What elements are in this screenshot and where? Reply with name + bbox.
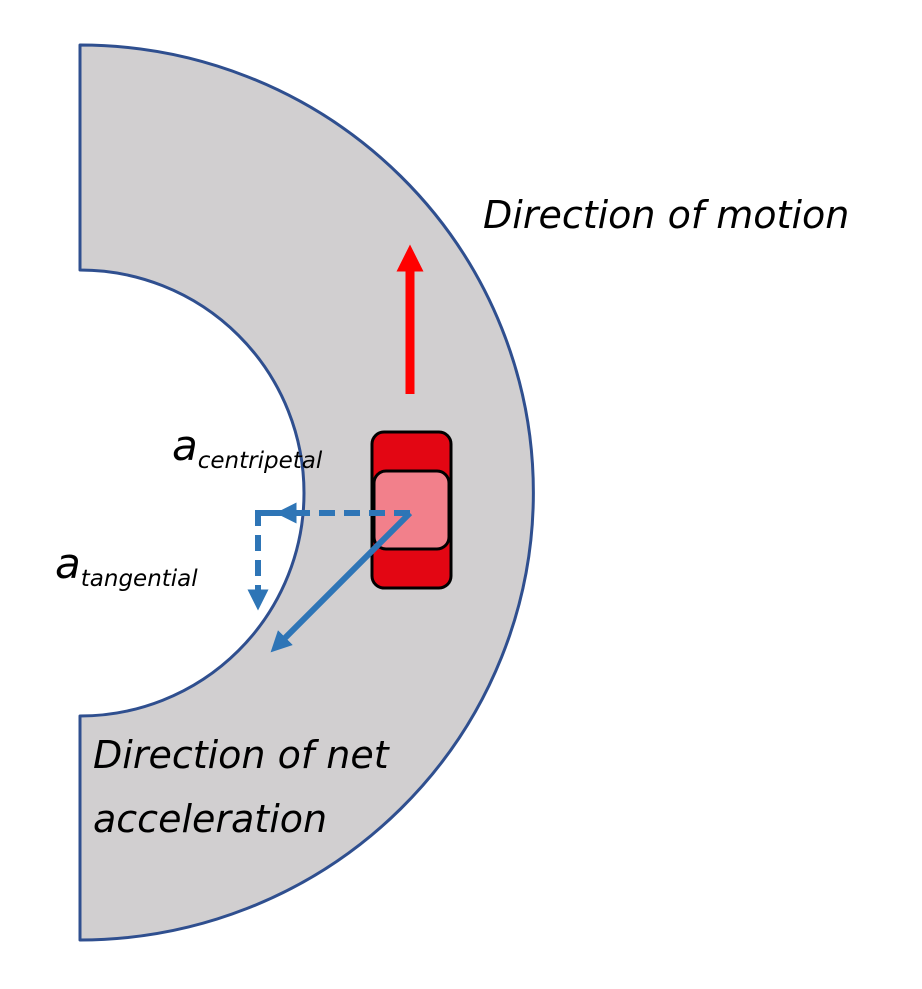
a-centripetal-symbol: a: [172, 421, 198, 470]
a-centripetal-subscript: centripetal: [198, 448, 323, 474]
net-acceleration-label-line2: acceleration: [93, 797, 327, 841]
a-tangential-label: atangential: [55, 539, 198, 592]
net-acceleration-label-line1: Direction of net: [93, 733, 391, 777]
a-centripetal-label: acentripetal: [172, 421, 323, 474]
a-tangential-subscript: tangential: [81, 566, 199, 592]
net-acceleration-arrow: [270, 510, 413, 653]
a-tangential-symbol: a: [55, 539, 81, 588]
direction-of-motion-label: Direction of motion: [483, 193, 849, 237]
